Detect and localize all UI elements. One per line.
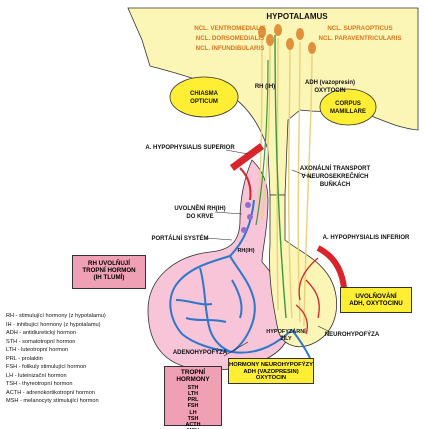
label-hypofyzarni: HYPOFYZÁRNÍ ŽÍLY (266, 327, 306, 342)
label-chiasma: CHIASMA OPTICUM (190, 91, 219, 105)
legend-item: LH - luteinizační hormon (6, 372, 67, 379)
legend-item: TSH - thyreotropní hormon (6, 381, 73, 387)
label-axonal: AXONÁLNÍ TRANSPORT V NEUROSEKREČNÍCH BUŇ… (300, 164, 371, 188)
svg-text:BUŇKÁCH: BUŇKÁCH (320, 180, 350, 188)
legend-item: PRL - prolaktin (6, 355, 43, 362)
svg-text:NCL. INFUNDIBULARIS: NCL. INFUNDIBULARIS (196, 45, 265, 52)
box-rh-line-2: TROPNÍ HORMON (82, 267, 136, 275)
svg-text:NCL. SUPRAOPTICUS: NCL. SUPRAOPTICUS (327, 25, 392, 32)
portal-system (169, 199, 293, 354)
label-rh-ih-small: RH(IH) (237, 248, 254, 254)
tropni-title: TROPNÍ HORMONY (176, 369, 210, 384)
box-uvolnovani: UVOLŇOVÁNÍ ADH, OXYTOCINU (340, 287, 412, 313)
neuro-line-3: OXYTOCIN (255, 375, 287, 382)
hypophyseal-veins (291, 329, 311, 359)
label-hypothalamus: HYPOTALAMUS (266, 12, 328, 21)
box-rh-uvolnuji: RH UVOLŇUJÍ TROPNÍ HORMON (IH TLUMÍ) (72, 255, 146, 289)
box-rh-line-1: RH UVOLŇUJÍ (88, 260, 130, 267)
rh-release-dots (241, 202, 253, 233)
a-hypophysialis-inferior (316, 245, 347, 289)
svg-text:ŽÍLY: ŽÍLY (280, 334, 292, 342)
tropni-item: PRL (187, 397, 199, 404)
corpus-mamillare (319, 88, 377, 126)
svg-text:NCL. DORSOMEDIALIS: NCL. DORSOMEDIALIS (196, 35, 264, 42)
label-a-inf: A. HYPOPHYSIALIS INFERIOR (323, 235, 410, 241)
svg-text:OXYTOCIN: OXYTOCIN (314, 88, 345, 94)
legend-item: FSH - folikuly stimulující hormon (6, 364, 87, 370)
box-tropni-hormony: TROPNÍ HORMONY STHLTHPRLFSHLHTSHACTHMSH (164, 366, 222, 429)
label-corpus: CORPUS MAMILLARE (330, 101, 366, 115)
svg-text:NCL. PARAVENTRICULARIS: NCL. PARAVENTRICULARIS (319, 35, 402, 42)
svg-text:MAMILLARE: MAMILLARE (330, 109, 366, 115)
neuro-line-2: ADH (VAZOPRESIN) (243, 368, 299, 375)
svg-text:AXONÁLNÍ TRANSPORT: AXONÁLNÍ TRANSPORT (300, 164, 371, 172)
tropni-item: LTH (187, 390, 199, 397)
box-uvol-line-1: UVOLŇOVÁNÍ (355, 293, 397, 300)
svg-text:OPTICUM: OPTICUM (190, 99, 218, 105)
svg-text:DO KRVE: DO KRVE (186, 214, 213, 220)
abbreviation-legend: RH - stimulující hormony (z hypotalamu) I… (6, 312, 181, 406)
chiasma-opticum (169, 76, 239, 118)
svg-text:UVOLNĚNÍ RH(IH): UVOLNĚNÍ RH(IH) (174, 204, 225, 212)
label-ncl-right: NCL. SUPRAOPTICUS NCL. PARAVENTRICULARIS (319, 25, 402, 42)
svg-text:CHIASMA: CHIASMA (190, 91, 219, 97)
svg-text:NCL. VENTROMEDIALIS: NCL. VENTROMEDIALIS (194, 25, 266, 32)
svg-text:V NEUROSEKREČNÍCH: V NEUROSEKREČNÍCH (301, 172, 368, 180)
tropni-item: ACTH (185, 421, 201, 428)
legend-item: IH - inhibující hormony (z hypotalamu) (6, 321, 101, 328)
svg-text:CORPUS: CORPUS (335, 101, 361, 107)
tropni-item: STH (187, 384, 199, 391)
label-neurohypofyza: NEUROHYPOFÝZA (325, 331, 380, 338)
legend-item: STH - somatotropní hormon (6, 338, 76, 345)
green-fiber-1 (274, 34, 287, 319)
label-portalni: PORTÁLNÍ SYSTÉM (151, 234, 208, 242)
a-hypophysialis-superior (229, 143, 265, 171)
tropni-item: LH (189, 409, 197, 416)
inferior-capillaries (295, 257, 320, 335)
legend-item: RH - stimulující hormony (z hypotalamu) (6, 313, 106, 319)
a-hypophysialis-superior-branch (239, 167, 252, 201)
box-hormony-neuro: HORMONY NEUROHYPOFÝZY ADH (VAZOPRESIN) O… (228, 358, 314, 384)
legend-item: MSH - melanocyty stimulující hormon (6, 398, 99, 404)
legend-item: ACTH - adrenokortikotropní hormon (6, 389, 95, 396)
neuro-line-1: HORMONY NEUROHYPOFÝZY (229, 362, 313, 368)
box-uvol-line-2: ADH, OXYTOCINU (349, 300, 403, 308)
label-adenohypofyza: ADENOHYPOFÝZA (173, 349, 228, 356)
label-a-sup: A. HYPOPHYSIALIS SUPERIOR (145, 145, 235, 151)
svg-text:HYPOFYZÁRNÍ: HYPOFYZÁRNÍ (266, 327, 306, 335)
neuron-bodies (258, 24, 316, 54)
label-uvolneni-rh: UVOLNĚNÍ RH(IH) DO KRVE (174, 204, 225, 220)
legend-item: LTH - luteotropní hormon (6, 347, 69, 353)
pointer-lines (205, 149, 331, 357)
green-fiber-2 (255, 59, 269, 226)
label-ncl-left: NCL. VENTROMEDIALIS NCL. DORSOMEDIALIS N… (194, 25, 266, 52)
box-rh-line-3: (IH TLUMÍ) (93, 274, 125, 282)
tropni-item: FSH (187, 403, 199, 410)
legend-item: ADH - antidiuretický hormon (6, 330, 76, 336)
label-adh: ADH (vazopresin) OXYTOCIN (305, 80, 355, 94)
svg-text:ADH (vazopresin): ADH (vazopresin) (305, 80, 355, 86)
tropni-item: TSH (187, 415, 199, 422)
label-rh-ih: RH (IH) (255, 84, 275, 90)
